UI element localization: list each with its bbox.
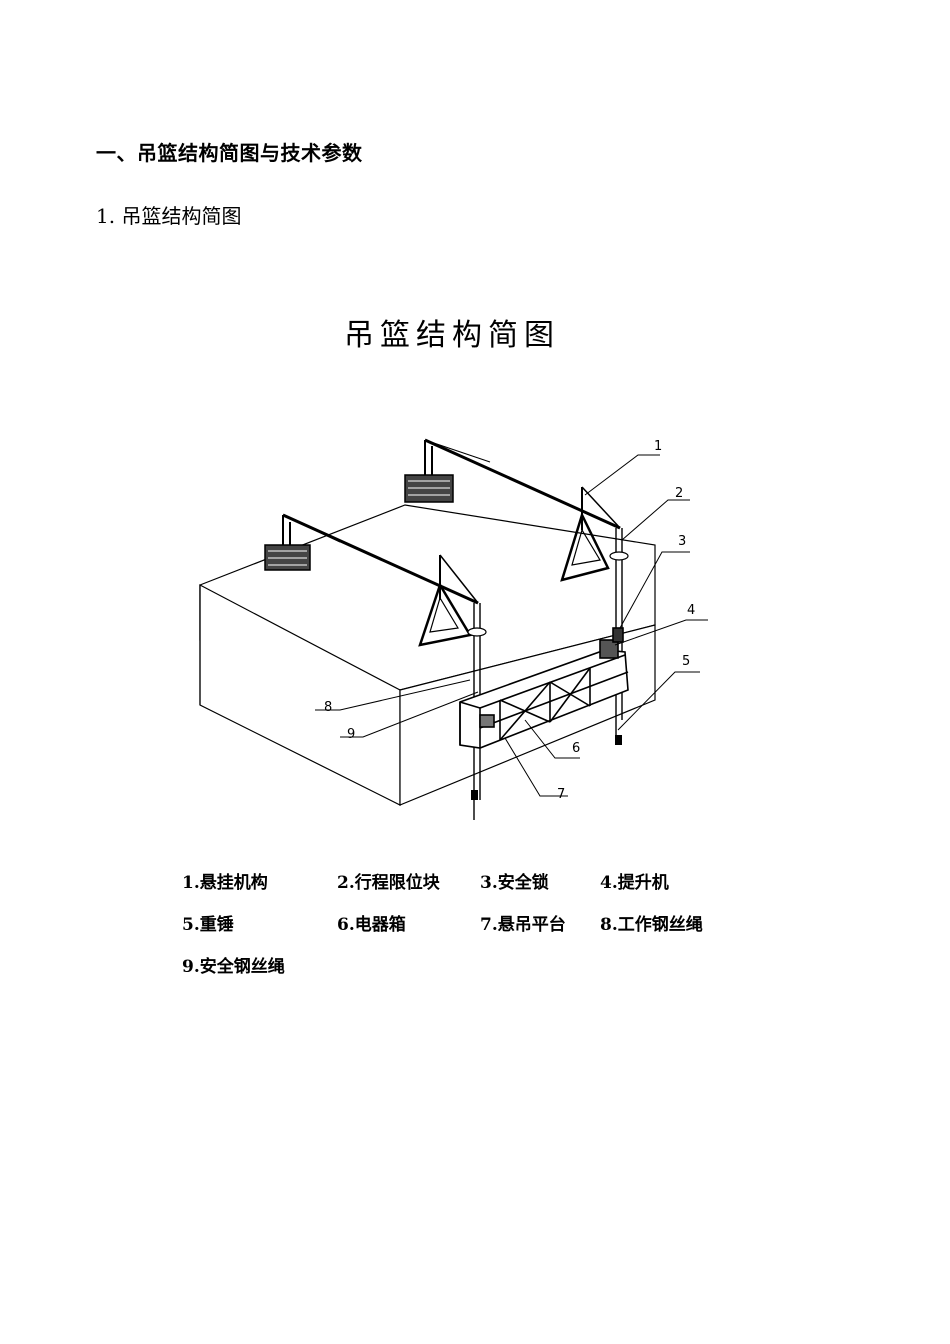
legend-item: 3.安全锁: [480, 873, 549, 893]
travel-limit-blocks: [467, 551, 629, 637]
counterweights: [471, 735, 622, 800]
legend-item: 5.重锤: [182, 915, 234, 935]
suspension-mechanism-left: [264, 513, 479, 647]
legend-item: 1.悬挂机构: [182, 873, 268, 893]
callout-7: 7: [557, 787, 565, 802]
legend-item: 6.电器箱: [337, 915, 406, 935]
callout-1: 1: [654, 439, 662, 454]
legend-item: 2.行程限位块: [337, 873, 440, 893]
callout-6: 6: [572, 741, 580, 756]
legend-item: 8.工作钢丝绳: [600, 915, 703, 935]
callout-leaders: [315, 454, 708, 797]
callout-2: 2: [675, 486, 683, 501]
legend-item: 9.安全钢丝绳: [182, 957, 285, 977]
callout-5: 5: [682, 654, 690, 669]
suspension-mechanism-right: [404, 438, 621, 582]
callout-8: 8: [324, 700, 332, 715]
subsection-heading: 1. 吊篮结构简图: [96, 204, 242, 228]
callout-4: 4: [687, 603, 695, 618]
legend-item: 7.悬吊平台: [480, 915, 566, 935]
section-heading: 一、吊篮结构简图与技术参数: [96, 141, 363, 165]
diagram-title: 吊篮结构简图: [344, 318, 560, 353]
legend-item: 4.提升机: [600, 873, 669, 893]
suspended-platform: [459, 627, 629, 749]
callout-numbers: 1 2 3 4 5 6 7 8 9: [324, 439, 695, 802]
callout-9: 9: [347, 727, 355, 742]
callout-3: 3: [678, 534, 686, 549]
